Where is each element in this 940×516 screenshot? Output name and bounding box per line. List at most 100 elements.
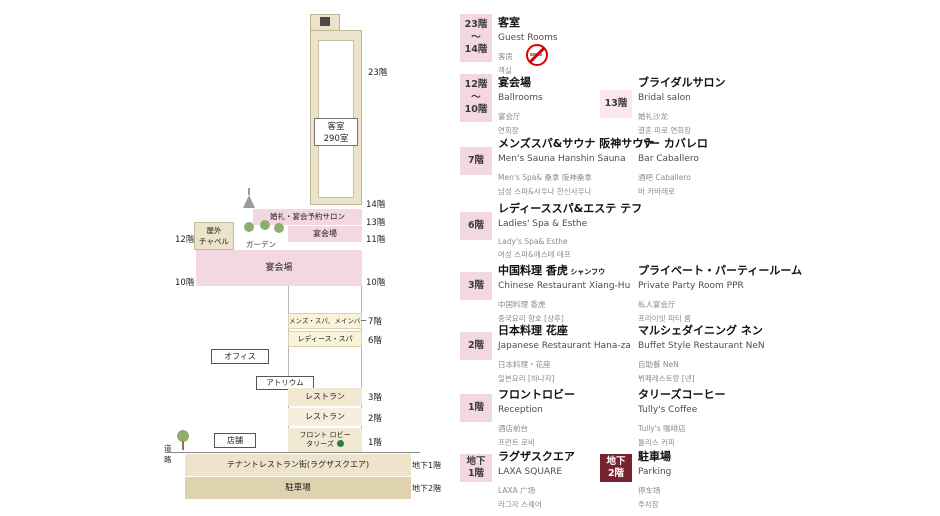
floor-badge: 7階	[460, 147, 492, 175]
directory-title-en: Buffet Style Restaurant NeN	[638, 341, 765, 351]
chapel-spire-icon	[243, 195, 255, 208]
floor-badge-line: 地下	[606, 455, 626, 467]
guest-room-count: 290室	[323, 134, 349, 145]
directory-title-en: Japanese Restaurant Hana-za	[498, 341, 631, 351]
shop-box: 店舗	[214, 433, 256, 448]
directory-label-ko: 라그자 스퀘어	[498, 500, 542, 509]
floor-badge-line: 〜	[471, 91, 481, 103]
outdoor-chapel-box: 屋外 チャペル	[194, 222, 234, 250]
directory-title-ja: フロントロビー	[498, 388, 575, 401]
atrium-box: アトリウム	[256, 376, 314, 390]
tree-icon	[260, 220, 270, 230]
floor-label-b1: 地下1階	[412, 461, 442, 470]
floor-badge: 3階	[460, 272, 492, 300]
directory-title-ja: 中国料理 香虎 シャンフウ	[498, 264, 606, 277]
floor-label-6f: 6階	[368, 336, 382, 346]
floor-badge: 2階	[460, 332, 492, 360]
directory-text: フロントロビー Reception 酒店前台 프런트 로비	[498, 386, 660, 448]
banquet-hall-main-box: 宴会場	[196, 250, 362, 286]
front-lobby-label: フロント ロビー	[299, 431, 351, 439]
directory-label-zh: 停车场	[638, 486, 661, 495]
floor-badge: 13階	[600, 90, 632, 118]
front-lobby-box: フロント ロビー タリーズ	[288, 428, 362, 452]
garden-area: ガーデン	[236, 220, 286, 250]
directory-title-ja: 日本料理 花座	[498, 324, 568, 337]
floor-label-7f: 7階	[368, 317, 382, 327]
outdoor-chapel-label-1: 屋外	[206, 226, 222, 235]
floor-label-13f: 13階	[366, 218, 386, 228]
floor-badge-line: 7階	[467, 154, 485, 166]
restaurant-3f-box: レストラン	[288, 388, 362, 406]
floor-badge-line: 12階	[464, 79, 488, 91]
directory-title-en: Ballrooms	[498, 93, 543, 103]
floor-badge: 23階〜14階	[460, 14, 492, 62]
floor-badge: 12階〜10階	[460, 74, 492, 122]
directory-label-zh: 私人宴会厅	[638, 300, 676, 309]
directory-label-zh: Men's Spa& 桑拿 阪神桑拿	[498, 173, 592, 182]
directory-label-ko: 프라이빗 파티 룸	[638, 314, 692, 323]
directory-title-en: Men's Sauna Hanshin Sauna	[498, 154, 626, 164]
directory-title-en: Bar Caballero	[638, 154, 699, 164]
floor-label-14f: 14階	[366, 200, 386, 210]
directory-title-en: Guest Rooms	[498, 33, 558, 43]
directory-label-zh: 自助餐 NeN	[638, 360, 679, 369]
directory-label-zh: 日本料理・花座	[498, 360, 551, 369]
directory-title-ja: マルシェダイニング ネン	[638, 324, 763, 337]
directory-title-ja: 駐車場	[638, 450, 671, 463]
directory-title-ja: バー カバレロ	[638, 137, 708, 150]
tenant-restaurant-b1-box: テナントレストラン街(ラグザスクエア)	[185, 454, 411, 476]
parking-b2-box: 駐車場	[185, 477, 411, 499]
floor-badge-line: 1階	[467, 468, 485, 479]
directory-label-zh: Tully's 咖啡店	[638, 424, 686, 433]
directory-label-ko: 결혼 피로 연회장	[638, 126, 692, 135]
guest-room-count-box: 客室 290室	[314, 118, 358, 146]
wedding-banquet-salon-box: 婚礼・宴会予約サロン	[253, 209, 362, 225]
directory-title-ja: プライベート・パーティールーム	[638, 264, 803, 277]
directory-label-ko: 프런트 로비	[498, 438, 535, 447]
directory-label-ko: 중국요리 향호 [샹후]	[498, 314, 564, 323]
floor-label-10f-right: 10階	[366, 278, 386, 288]
directory-title-ja: ラグザスクエア	[498, 450, 575, 463]
directory-label-ko: 여성 스파&에스테 테프	[498, 250, 571, 259]
guest-room-label: 客室	[327, 122, 345, 132]
directory-title-furigana: シャンフウ	[567, 268, 606, 276]
floor-badge-line: 地下	[466, 455, 486, 467]
tullys-row: タリーズ	[288, 440, 362, 449]
mens-spa-box: メンズ・スパ、メインバー	[288, 313, 367, 329]
directory-label-ko: 일본요리 [하나자]	[498, 374, 555, 383]
floor-label-23f: 23階	[368, 68, 388, 78]
floor-label-2f: 2階	[368, 414, 382, 424]
directory-label-zh: 客房	[498, 52, 513, 61]
tree-icon	[244, 222, 254, 232]
floor-badge-line: 14階	[464, 44, 488, 56]
floor-label-11f: 11階	[366, 235, 386, 245]
floor-badge: 1階	[460, 394, 492, 422]
floor-label-12f: 12階	[175, 235, 195, 245]
directory-title-en: Reception	[498, 405, 543, 415]
floor-label-10f-left: 10階	[175, 278, 195, 288]
tower-rooftop-structure	[320, 17, 330, 26]
directory-label-ko: 연회장	[498, 126, 519, 135]
ladies-spa-box: レディース・スパ	[288, 331, 362, 347]
directory-label-ko: 객실	[498, 66, 512, 75]
street-tree-icon	[176, 430, 190, 450]
tree-icon	[274, 223, 284, 233]
directory-label-zh: 酒店前台	[498, 424, 528, 433]
